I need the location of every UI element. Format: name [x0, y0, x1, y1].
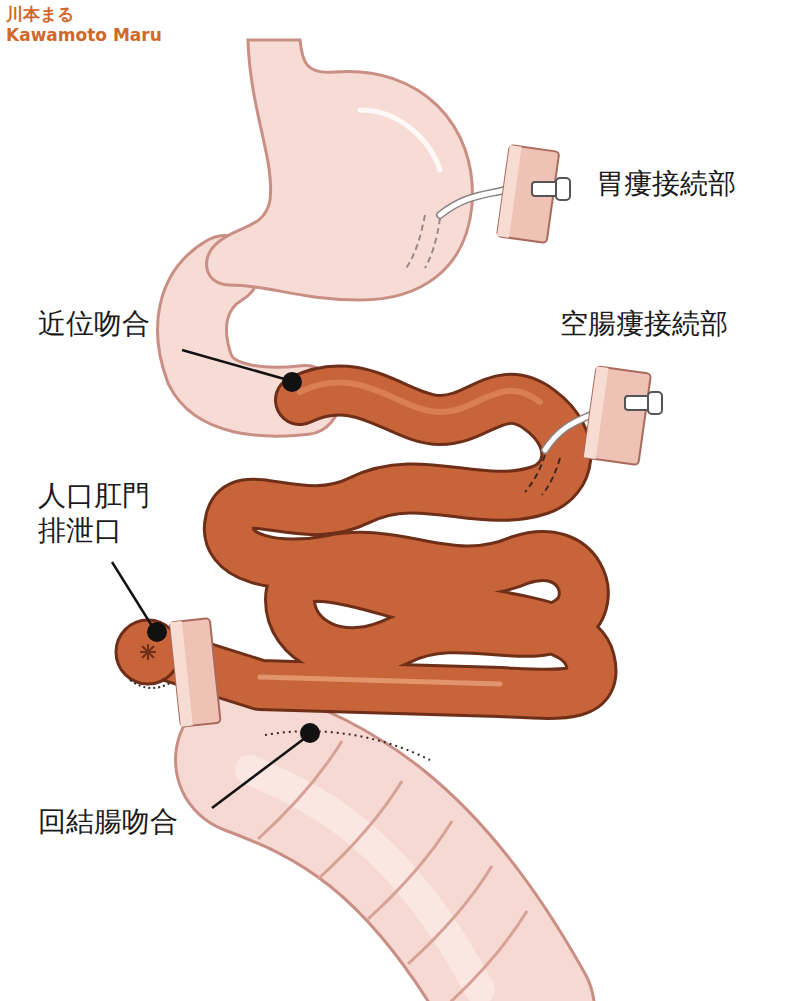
drawing-part — [207, 40, 473, 300]
drawing-part — [170, 618, 221, 727]
part-label: 回結腸吻合 — [38, 804, 178, 839]
drawing-part — [250, 760, 520, 1001]
colon — [250, 741, 527, 1001]
small-intestine — [165, 382, 592, 760]
drawing-part — [405, 215, 425, 270]
drawing-part — [497, 145, 559, 243]
drawing-part — [443, 911, 527, 1001]
drawing-part — [525, 455, 545, 492]
drawing-part — [170, 618, 221, 727]
leader-lines — [112, 350, 305, 808]
drawing-part — [584, 366, 609, 459]
drawing-part — [165, 390, 592, 694]
drawing-part — [250, 760, 520, 1001]
drawing-part — [147, 622, 167, 642]
part-label: 空腸瘻接続部 — [560, 306, 728, 341]
drawing-part — [556, 178, 570, 200]
drawing-part — [542, 458, 560, 495]
drawing-part — [112, 562, 152, 626]
drawing-part — [170, 621, 193, 727]
drawing-part — [497, 145, 522, 238]
drawing-part — [425, 218, 440, 268]
drawing-part — [440, 190, 505, 215]
drawing-part — [250, 770, 480, 990]
drawing-part — [408, 866, 492, 964]
drawing-part — [130, 680, 172, 688]
drawing-part — [212, 738, 305, 808]
drawing-part — [282, 372, 302, 392]
part-label: 人口肛門 排泄口 — [38, 478, 158, 548]
drawing-part — [260, 677, 500, 684]
drawing-part — [182, 350, 288, 380]
drawing-part — [140, 644, 156, 660]
drawing-part — [265, 731, 430, 760]
drawing-part — [584, 366, 651, 465]
drawing-part — [440, 190, 505, 215]
stoma — [116, 618, 221, 727]
drawing-part — [258, 741, 527, 1001]
drawing-part — [258, 741, 342, 839]
stomach — [192, 40, 472, 420]
part-label: 近位吻合 — [38, 306, 150, 341]
drawing-part — [300, 723, 320, 743]
jejunostomy-tube — [545, 366, 662, 465]
drawing-part — [368, 821, 452, 919]
drawing-part — [165, 390, 592, 694]
watermark: 川本まる — [6, 4, 74, 25]
gastrostomy-tube — [440, 145, 570, 243]
watermark: Kawamoto Maru — [6, 25, 162, 46]
drawing-part — [648, 392, 662, 414]
drawing-part — [584, 366, 651, 465]
drawing-part — [360, 110, 440, 170]
drawing-part — [300, 382, 540, 412]
callout-dots — [147, 372, 320, 743]
drawing-part — [497, 145, 559, 243]
part-label: 胃瘻接続部 — [596, 166, 736, 201]
drawing-part — [318, 781, 402, 879]
